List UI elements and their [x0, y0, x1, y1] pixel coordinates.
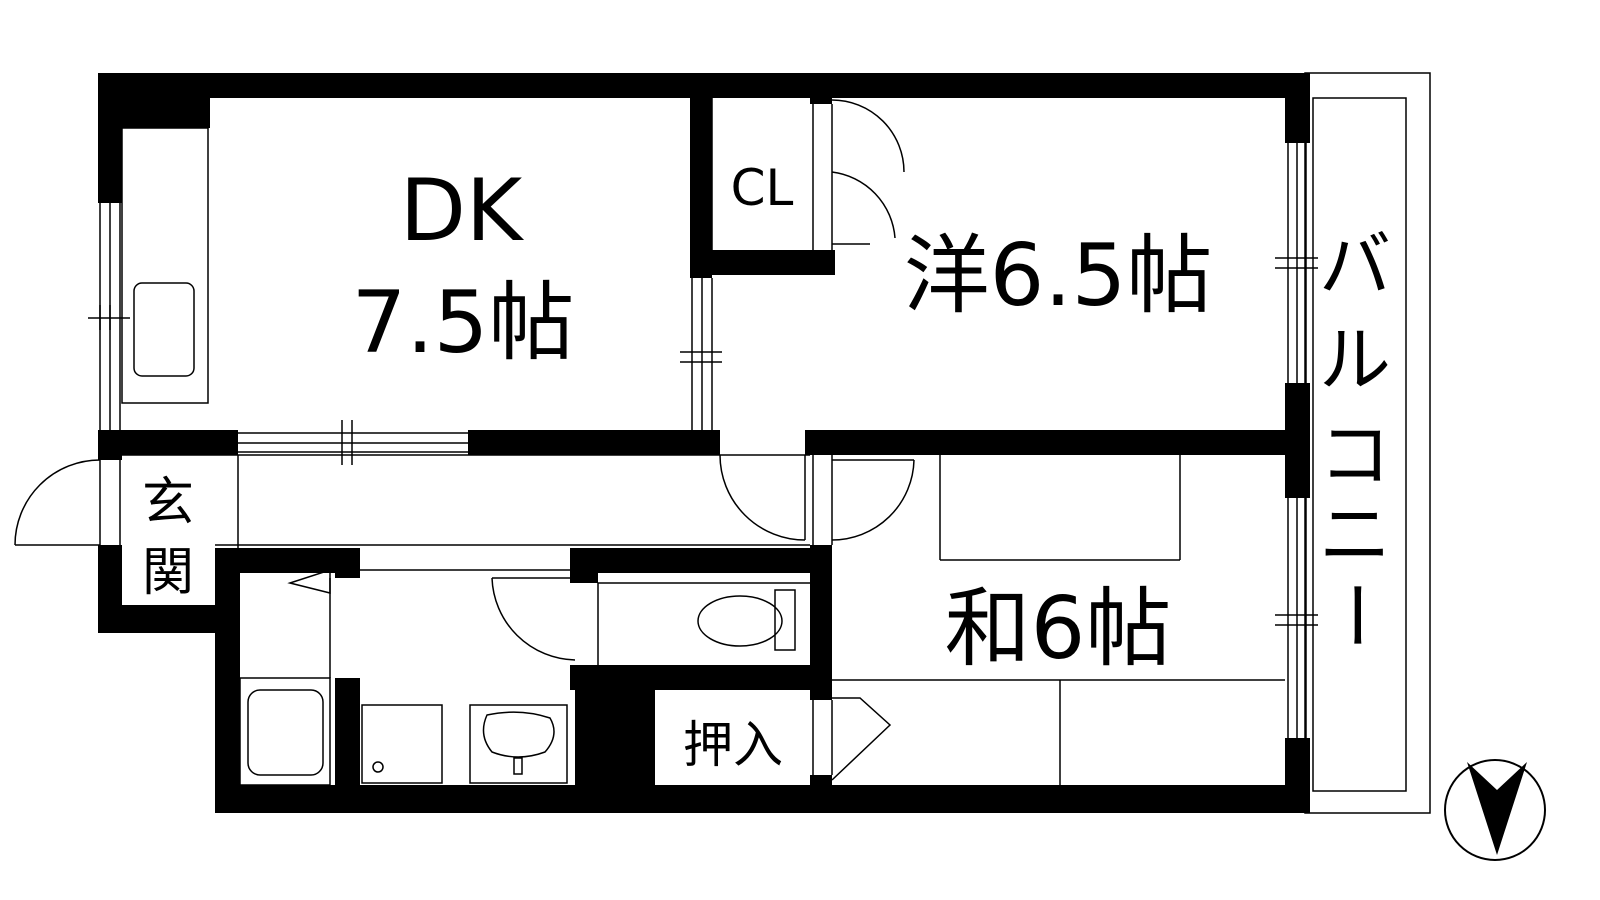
entrance-label-1: 玄: [142, 473, 194, 533]
north-arrow-icon: [1444, 759, 1546, 861]
balcony-char-5: ー: [1313, 579, 1397, 651]
western-room-label: 洋6.5帖: [904, 226, 1213, 326]
balcony-char-3: コ: [1319, 413, 1391, 497]
washing-machine-icon: [361, 704, 443, 784]
windows: [88, 98, 1318, 775]
dk-name-label: DK: [400, 161, 525, 261]
toilet-icon: [697, 589, 796, 651]
dk-size-label: 7.5帖: [352, 273, 575, 373]
balcony-char-2: ル: [1319, 318, 1391, 402]
balcony-char-4: ニ: [1319, 493, 1391, 577]
doors: [14, 99, 915, 781]
bathtub-icon: [239, 677, 331, 786]
oshiire-label: 押入: [683, 716, 783, 774]
room-labels: DK 7.5帖 CL 洋6.5帖 和6帖 押入 玄 関 バ ル コ ニ ー: [142, 159, 1397, 774]
kitchen-sink-icon: [121, 127, 209, 404]
washbasin-icon: [469, 704, 568, 784]
balcony-char-1: バ: [1319, 223, 1391, 307]
tatami: [832, 455, 1285, 785]
japanese-room-label: 和6帖: [945, 579, 1172, 679]
entrance-door: [14, 459, 101, 546]
walls: [98, 73, 1310, 813]
closet-label: CL: [731, 159, 794, 217]
entrance-label-2: 関: [142, 543, 194, 603]
